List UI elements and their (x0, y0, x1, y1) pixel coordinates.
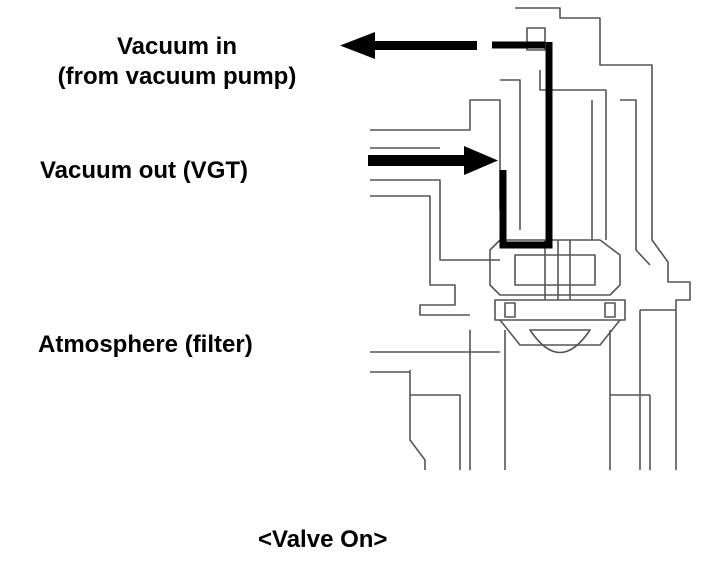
valve-body-outline (370, 7, 691, 470)
upper-left-port-wall (370, 99, 501, 210)
vacuum-in-arrow-head (340, 32, 375, 59)
atmosphere-label: Atmosphere (filter) (38, 331, 253, 358)
seat-flange (494, 299, 626, 321)
vacuum-in-arrow (340, 32, 477, 59)
ball-valve-cup (499, 319, 621, 346)
vacuum-out-arrow-head (464, 146, 498, 175)
vacuum-out-arrow (368, 146, 498, 175)
vacuum-flow-path (492, 41, 553, 249)
valve-seat-inner (514, 254, 596, 286)
core-frame-right (620, 99, 651, 266)
lower-housing-left-outer (409, 370, 426, 470)
core-top-left (500, 79, 521, 230)
vacuum-in-line-2: (from vacuum pump) (57, 63, 297, 90)
vacuum-out-arrow-shaft (368, 155, 468, 166)
flow-path-vertical-right (499, 42, 553, 249)
left-body-wall (419, 270, 470, 316)
vacuum-out-label: Vacuum out (VGT) (40, 157, 249, 184)
valve-seat (489, 239, 621, 296)
ball-valve (529, 329, 591, 354)
seat-flange-slot-right (604, 302, 616, 318)
seat-flange-slot-left (504, 302, 516, 318)
core-upper (539, 70, 607, 240)
lower-left-lip (410, 394, 461, 470)
middle-left-port-lip (370, 195, 431, 270)
vacuum-in-label: Vacuum in (from vacuum pump) (22, 32, 332, 92)
vacuum-in-port (515, 7, 691, 470)
middle-left-port-wall (370, 179, 500, 261)
vacuum-in-line-1: Vacuum in (116, 33, 238, 60)
vacuum-in-arrow-shaft (372, 41, 477, 50)
valve-state-caption: <Valve On> (258, 526, 388, 553)
